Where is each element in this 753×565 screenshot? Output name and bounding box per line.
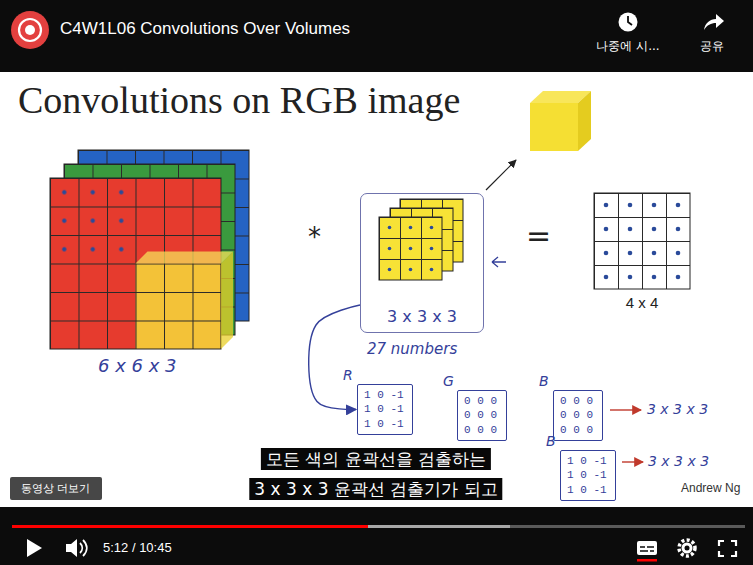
- output-grid: [594, 193, 690, 289]
- video-title: C4W1L06 Convolutions Over Volumes: [60, 19, 350, 39]
- settings-icon: [679, 540, 695, 556]
- convolution-operator: *: [308, 222, 321, 253]
- subtitle: 3 x 3 x 3 윤곽선 검출기가 되고: [249, 478, 502, 500]
- filter-box: 3 x 3 x 3: [360, 193, 484, 333]
- time-display: 5:12 / 10:45: [103, 540, 172, 556]
- channel-matrix: R1 0 -1 1 0 -1 1 0 -1: [357, 384, 413, 435]
- equals-sign: =: [526, 218, 551, 254]
- clock-icon: [619, 13, 638, 32]
- matrix-values: 1 0 -1 1 0 -1 1 0 -1: [364, 388, 406, 431]
- filter-dimension: 3 x 3 x 3: [387, 307, 457, 326]
- hand-arrow: [610, 409, 641, 410]
- channel-label: B: [546, 433, 556, 449]
- curved-arrow: [309, 305, 360, 410]
- progress-bar: [12, 525, 745, 528]
- channel-matrix: B1 0 -1 1 0 -1 1 0 -1: [560, 450, 616, 501]
- matrix-values: 0 0 0 0 0 0 0 0 0: [464, 394, 500, 437]
- fullscreen-icon: [719, 541, 736, 556]
- play-icon: [27, 539, 42, 557]
- channel-matrix: B0 0 0 0 0 0 0 0 0: [553, 390, 603, 441]
- watch-later-label: 나중에 시...: [596, 39, 659, 53]
- matrix-values: 0 0 0 0 0 0 0 0 0: [560, 394, 596, 437]
- share-icon: [704, 14, 724, 30]
- pointer-arrow: [486, 160, 516, 190]
- player-controls-bar: [0, 507, 753, 565]
- header-bar: [0, 0, 753, 72]
- channel-logo: [11, 11, 49, 49]
- hand-arrow: [492, 257, 506, 267]
- output-dimension: 4 x 4: [626, 294, 659, 312]
- filter-overlay-prism: [136, 252, 234, 350]
- channel-label: B: [539, 373, 549, 389]
- yellow-cube: [530, 91, 591, 151]
- hand-arrow: [622, 461, 643, 462]
- filter-dimension: 3 x 3 x 3: [648, 453, 709, 470]
- more-videos-button: 동영상 더보기: [10, 477, 102, 500]
- captions-icon: [637, 541, 657, 562]
- filter-dimension: 3 x 3 x 3: [647, 401, 708, 418]
- input-dimension: 6 x 6 x 3: [98, 355, 177, 377]
- volume-icon: [66, 539, 87, 557]
- slide-title: Convolutions on RGB image: [18, 78, 460, 122]
- parameter-count: 27 numbers: [367, 340, 457, 358]
- filter-layer: [379, 217, 442, 280]
- author-name: Andrew Ng: [681, 481, 740, 495]
- channel-matrix: G0 0 0 0 0 0 0 0 0: [457, 390, 507, 441]
- channel-label: G: [443, 373, 454, 389]
- matrix-values: 1 0 -1 1 0 -1 1 0 -1: [567, 454, 609, 497]
- channel-label: R: [343, 367, 353, 383]
- share-label: 공유: [700, 39, 724, 53]
- subtitle: 모든 색의 윤곽선을 검출하는: [261, 448, 491, 470]
